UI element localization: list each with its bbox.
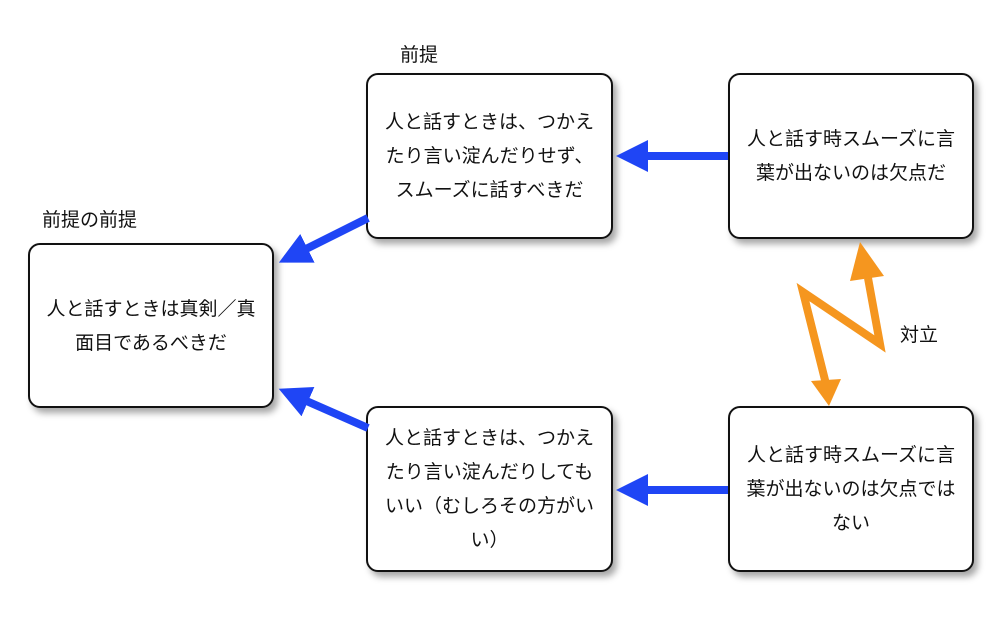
- arrow-premise-bottom-to-base: [278, 386, 370, 432]
- node-base: 人と話すときは真剣／真面目であるべきだ: [28, 243, 274, 408]
- label-premise-of-premise: 前提の前提: [42, 209, 138, 231]
- node-premise-top: 人と話すときは、つかえたり言い淀んだりせず、スムーズに話すべきだ: [366, 73, 613, 239]
- node-belief-top: 人と話す時スムーズに言葉が出ないのは欠点だ: [728, 73, 974, 239]
- node-premise-bottom-text: 人と話すときは、つかえたり言い淀んだりしてもいい（むしろその方がいい）: [384, 427, 594, 551]
- arrow-opposition: [796, 242, 886, 406]
- node-base-text: 人と話すときは真剣／真面目であるべきだ: [46, 297, 256, 354]
- node-belief-bottom: 人と話す時スムーズに言葉が出ないのは欠点ではない: [728, 406, 974, 572]
- label-opposition: 対立: [900, 324, 939, 346]
- arrow-premise-top-to-base: [278, 214, 370, 263]
- node-belief-top-text: 人と話す時スムーズに言葉が出ないのは欠点だ: [746, 128, 956, 184]
- node-belief-bottom-text: 人と話す時スムーズに言葉が出ないのは欠点ではない: [746, 444, 956, 534]
- node-premise-bottom: 人と話すときは、つかえたり言い淀んだりしてもいい（むしろその方がいい）: [366, 406, 613, 572]
- label-premise: 前提: [400, 44, 439, 66]
- node-premise-top-text: 人と話すときは、つかえたり言い淀んだりせず、スムーズに話すべきだ: [384, 111, 594, 201]
